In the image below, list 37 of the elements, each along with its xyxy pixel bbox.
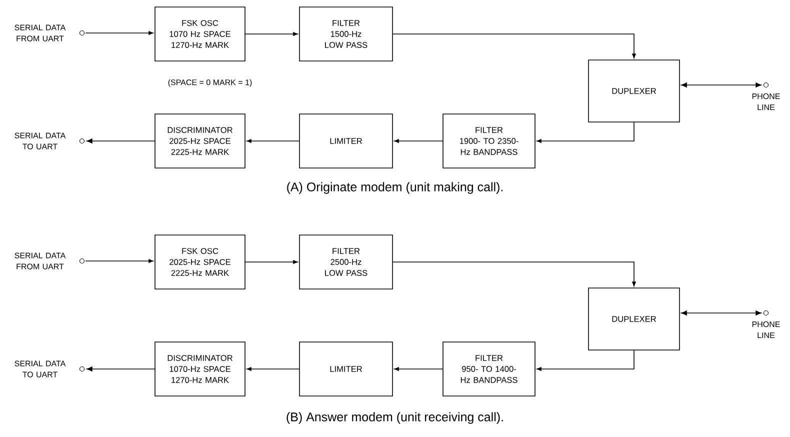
arrow bbox=[536, 350, 634, 371]
terminal-label: PHONE LINE bbox=[752, 321, 780, 338]
arrow bbox=[86, 366, 155, 372]
figure-caption: (A) Originate modem (unit making call). bbox=[287, 182, 503, 194]
arrow bbox=[536, 122, 634, 143]
arrow bbox=[246, 139, 300, 143]
arrow bbox=[246, 367, 300, 371]
arrow bbox=[392, 34, 636, 58]
terminal-label: SERIAL DATA FROM UART bbox=[14, 252, 66, 270]
terminal-label: PHONE LINE bbox=[752, 93, 780, 110]
block-box: FILTER 2500-Hz LOW PASS bbox=[299, 234, 393, 290]
figure-caption: (B) Answer modem (unit receiving call). bbox=[286, 412, 503, 424]
block-box: FILTER 1500-Hz LOW PASS bbox=[299, 6, 393, 62]
arrow bbox=[85, 31, 154, 35]
arrow bbox=[392, 262, 636, 286]
block-box: FILTER 1900- TO 2350-Hz BANDPASS bbox=[442, 114, 536, 168]
terminal-label: SERIAL DATA TO UART bbox=[14, 132, 66, 150]
block-box: DUPLEXER bbox=[588, 60, 680, 122]
terminal-label: SERIAL DATA TO UART bbox=[14, 360, 66, 378]
block-box: DUPLEXER bbox=[588, 288, 680, 350]
arrow bbox=[86, 138, 155, 144]
arrow bbox=[85, 259, 154, 263]
block-box: DISCRIMINATOR 1070-Hz SPACE 1270-Hz MARK bbox=[154, 342, 246, 396]
block-box: FSK OSC 1070 Hz SPACE 1270-Hz MARK bbox=[154, 6, 246, 62]
terminal-label: SERIAL DATA FROM UART bbox=[14, 24, 66, 42]
arrow bbox=[394, 367, 443, 371]
note: (SPACE = 0 MARK = 1) bbox=[168, 79, 252, 87]
arrow bbox=[681, 310, 762, 316]
block-box: LIMITER bbox=[299, 114, 393, 168]
block-box: DISCRIMINATOR 2025-Hz SPACE 2225-Hz MARK bbox=[154, 114, 246, 168]
block-box: LIMITER bbox=[299, 342, 393, 396]
block-box: FILTER 950- TO 1400-Hz BANDPASS bbox=[442, 342, 536, 396]
block-box: FSK OSC 2025-Hz SPACE 2225-Hz MARK bbox=[154, 234, 246, 290]
arrow bbox=[245, 32, 298, 36]
arrow bbox=[681, 82, 762, 88]
arrow bbox=[394, 139, 443, 143]
arrow bbox=[245, 260, 298, 264]
